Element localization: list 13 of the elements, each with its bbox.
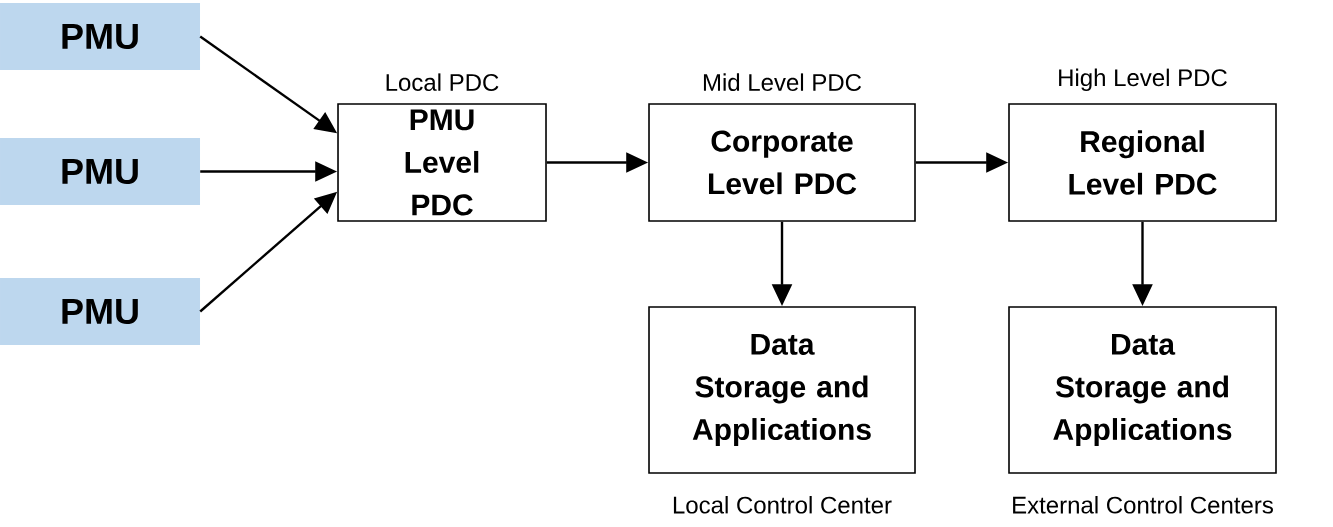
pmu-box: PMU	[0, 3, 200, 70]
process-box: PMU Level PDC	[337, 103, 547, 222]
process-box: Regional Level PDC	[1008, 103, 1277, 222]
pmu-box: PMU	[0, 278, 200, 345]
box-caption: Local Control Center	[673, 496, 892, 514]
box-caption: High Level PDC	[1059, 68, 1227, 91]
process-box: Corporate Level PDC	[648, 103, 916, 222]
pmu-box: PMU	[0, 138, 200, 205]
process-box: Data Storage and Applications	[1008, 306, 1277, 474]
box-caption: Local PDC	[386, 73, 499, 91]
box-caption: External Control Centers	[1013, 496, 1273, 514]
box-caption: Mid Level PDC	[703, 73, 862, 91]
process-box: Data Storage and Applications	[648, 306, 916, 474]
